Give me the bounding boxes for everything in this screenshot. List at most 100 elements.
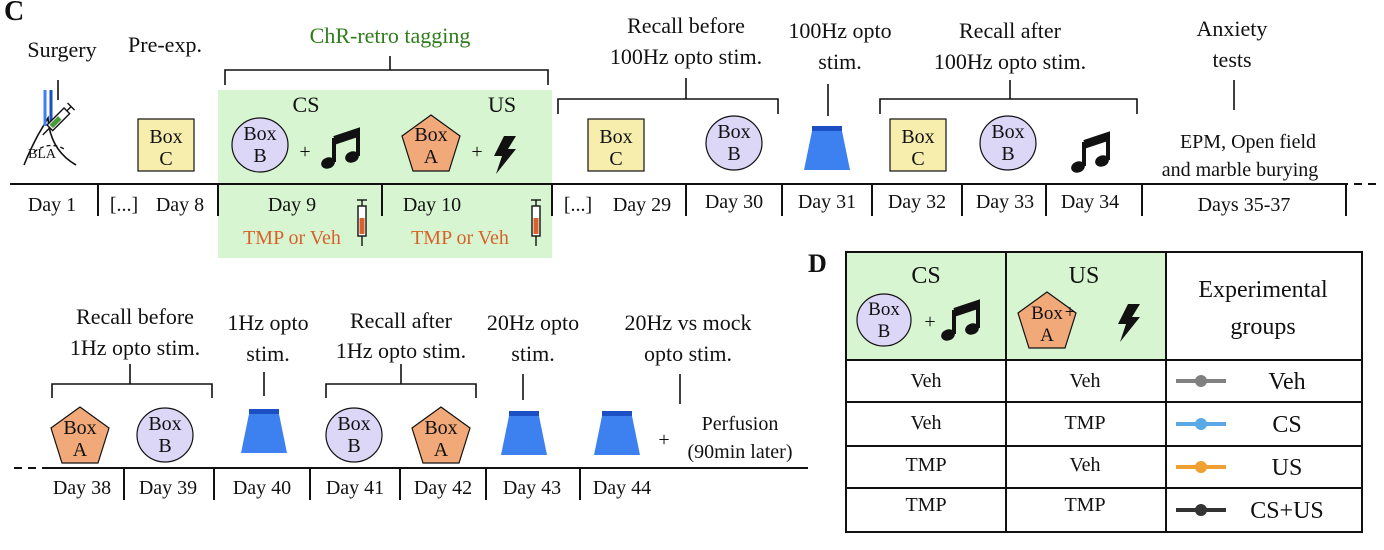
row4-cs: TMP [905,494,946,516]
label-recall-before-100-line1: Recall before [627,13,745,38]
table-header-us: US [1069,263,1100,289]
label-opto100-line1: 100Hz opto [788,18,891,43]
box-b-day33: Box B [979,115,1037,171]
day-34: Day 34 [1061,191,1119,213]
injection-label-day9: TMP or Veh [243,227,341,249]
label-opto100-line2: stim. [818,49,861,74]
svg-text:B: B [347,435,360,457]
light-cone-icon-day44 [594,411,640,455]
syringe-icon-day10 [531,199,541,246]
label-recall-after-1-line1: Recall after [350,308,453,333]
legend-cs: CS [1176,412,1302,438]
days-bottom: Day 38 Day 39 Day 40 Day 41 Day 42 Day 4… [53,477,651,499]
perfusion-line1: Perfusion [702,413,779,435]
plus-us: + [471,141,482,163]
brackets-bottom [51,364,681,404]
svg-text:B: B [1001,143,1014,165]
day-8: Day 8 [156,194,204,216]
label-anxiety-line1: Anxiety [1197,16,1268,41]
row4-us: TMP [1064,494,1105,516]
legend-veh: Veh [1176,369,1306,395]
box-a-day10: Box A [401,114,461,172]
day-32: Day 32 [888,191,946,213]
svg-text:A: A [1040,325,1054,346]
svg-text:CS+US: CS+US [1250,498,1324,524]
table-header-cs: CS [911,263,940,289]
row2-us: TMP [1064,412,1105,434]
svg-text:B: B [727,143,740,165]
panel-d-label: D [808,249,827,278]
anxiety-desc-line2: and marble burying [1162,159,1319,181]
table-box-b: Box B [856,293,912,347]
label-surgery: Surgery [27,37,96,62]
svg-text:C: C [911,148,924,170]
box-b-day41: Box B [325,407,383,463]
syringe-icon [42,102,76,136]
day-30: Day 30 [705,191,763,213]
svg-text:A: A [424,146,439,168]
svg-text:Box: Box [63,417,96,439]
label-mock-line2: opto stim. [644,341,732,366]
optic-fiber-icon [43,80,59,126]
table-box-a: Box A + [1017,291,1077,349]
svg-text:Box: Box [599,126,632,148]
label-cs: CS [293,92,320,117]
box-c-day32: Box C [889,118,947,172]
svg-text:US: US [1272,455,1303,481]
svg-text:Box: Box [424,417,457,439]
svg-text:Box: Box [868,299,900,320]
box-b-day30: Box B [705,115,763,171]
label-recall-after-100-line1: Recall after [959,18,1062,43]
table-plus: + [924,311,935,333]
box-c-day8: Box C [137,118,195,172]
svg-text:Box: Box [901,126,934,148]
row3-us: Veh [1069,454,1100,476]
label-recall-after-1-line2: 1Hz opto stim. [336,338,466,363]
day-42: Day 42 [414,477,472,499]
svg-text:Box: Box [243,123,276,145]
svg-text:B: B [158,435,171,457]
svg-text:Box: Box [717,121,750,143]
label-anxiety-line2: tests [1212,47,1251,72]
days-35-37: Days 35-37 [1198,194,1291,216]
light-cone-icon-day43 [501,411,547,455]
svg-text:C: C [159,148,172,170]
svg-text:Box: Box [148,413,181,435]
box-c-day29: Box C [587,118,645,172]
plus-cs: + [299,141,310,163]
svg-text:Box: Box [991,121,1024,143]
box-a-day42: Box A [411,406,471,464]
label-recall-before-1-line1: Recall before [76,304,194,329]
label-opto20-line2: stim. [511,341,554,366]
music-note-icon-day34 [1067,132,1113,177]
row2-cs: Veh [910,412,941,434]
day-44: Day 44 [593,477,651,499]
label-mock-line1: 20Hz vs mock [624,310,751,335]
day-38: Day 38 [53,477,111,499]
day-29: Day 29 [613,194,671,216]
days-top: Day 1 [...] Day 8 Day 9 Day 10 [...] Day… [28,191,1291,216]
syringe-icon-day9 [357,199,367,246]
label-opto1-line1: 1Hz opto [227,310,308,335]
svg-text:Box: Box [1031,303,1063,324]
box-b-day39: Box B [136,407,194,463]
label-chr-tagging: ChR-retro tagging [310,23,471,48]
timeline-top [10,183,1380,216]
box-b-day9: Box B [231,117,289,173]
groups-table: CS US Experimental groups Box B + Box A … [845,251,1363,533]
surgery-illustration: BLA [23,80,77,166]
label-recall-after-100-line2: 100Hz opto stim. [934,49,1086,74]
day-31: Day 31 [798,191,856,213]
svg-text:CS: CS [1272,412,1301,438]
row1-cs: Veh [910,370,941,392]
row1-us: Veh [1069,370,1100,392]
anxiety-desc-line1: EPM, Open field [1180,131,1316,153]
day-43: Day 43 [503,477,561,499]
day-ellipsis-2: [...] [564,194,592,216]
label-opto1-line2: stim. [246,341,289,366]
day-41: Day 41 [326,477,384,499]
table-header-groups-line2: groups [1230,314,1295,340]
timeline-bottom [14,467,808,500]
perfusion-line2: (90min later) [688,441,793,463]
